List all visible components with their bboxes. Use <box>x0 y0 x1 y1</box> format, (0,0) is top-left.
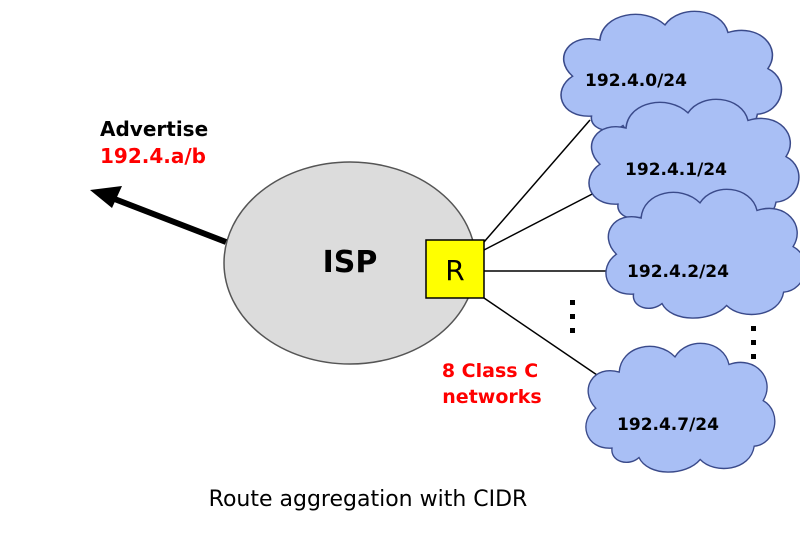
ellipsis-dots-right <box>751 326 756 359</box>
network-label-0: 192.4.0/24 <box>585 71 687 91</box>
advertise-arrow <box>90 186 228 245</box>
ellipsis-dots-left <box>570 300 575 333</box>
router-label: R <box>445 254 464 287</box>
note-line-2: networks <box>442 386 541 408</box>
link-net-1 <box>483 189 601 251</box>
network-label-1: 192.4.1/24 <box>625 160 727 180</box>
advertise-prefix: 192.4.a/b <box>100 144 206 168</box>
advertise-label: Advertise <box>100 117 208 141</box>
network-label-7: 192.4.7/24 <box>617 415 719 435</box>
link-net-0 <box>483 119 591 243</box>
diagram-caption: Route aggregation with CIDR <box>209 487 528 512</box>
network-cloud-7 <box>585 342 776 473</box>
network-label-2: 192.4.2/24 <box>627 262 729 282</box>
isp-label: ISP <box>323 245 378 280</box>
router-box <box>425 239 485 299</box>
note-line-1: 8 Class C <box>442 360 538 382</box>
